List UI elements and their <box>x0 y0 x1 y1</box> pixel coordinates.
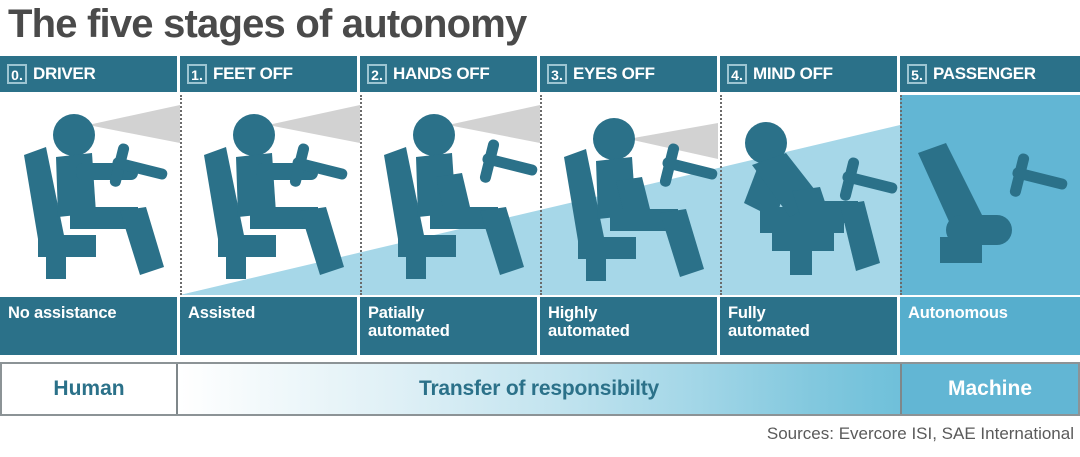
desc-line: Highly <box>548 304 598 322</box>
steering-wheel-icon <box>1009 153 1068 197</box>
stage-header-3: 3. EYES OFF <box>540 56 720 92</box>
stage-number-badge: 2. <box>367 64 387 84</box>
column-divider <box>900 95 902 295</box>
stage-number-badge: 1. <box>187 64 207 84</box>
stage-number-badge: 0. <box>7 64 27 84</box>
stage-description-row: No assistance Assisted Patially automate… <box>0 297 1080 355</box>
responsibility-human-cell: Human <box>2 364 178 414</box>
stage-header-0: 0. DRIVER <box>0 56 180 92</box>
column-divider <box>180 95 182 295</box>
seat-back-icon <box>384 147 426 251</box>
seat-back-icon <box>24 147 66 251</box>
stage-header-label: EYES OFF <box>573 64 655 83</box>
responsibility-transfer-cell: Transfer of responsibilty <box>178 364 902 414</box>
stage-description-4: Fully automated <box>720 297 900 355</box>
column-divider <box>720 95 722 295</box>
steering-wheel-icon <box>479 139 538 183</box>
figure-stage-2 <box>384 105 540 279</box>
desc-line: automated <box>368 322 450 340</box>
head-icon <box>53 114 95 156</box>
leg-icon <box>480 207 524 275</box>
responsibility-transfer-label: Transfer of responsibilty <box>418 377 660 400</box>
stage-header-4: 4. MIND OFF <box>720 56 900 92</box>
responsibility-machine-cell: Machine <box>902 364 1078 414</box>
stage-figures <box>24 105 1068 281</box>
steering-wheel-icon <box>289 143 348 187</box>
stage-description-0: No assistance <box>0 297 180 355</box>
stage-header-label: FEET OFF <box>213 64 293 83</box>
head-icon <box>745 122 787 164</box>
source-attribution: Sources: Evercore ISI, SAE International <box>766 424 1074 443</box>
stage-description-1: Assisted <box>180 297 360 355</box>
column-divider <box>540 95 542 295</box>
stage-description-3: Highly automated <box>540 297 720 355</box>
vision-cone-icon <box>88 105 180 143</box>
column-divider <box>360 95 362 295</box>
responsibility-bar: Human Transfer of responsibilty Machine <box>0 362 1080 416</box>
desc-line: automated <box>728 322 810 340</box>
desc-line: No assistance <box>8 304 117 322</box>
vision-cone-icon <box>268 105 360 143</box>
figure-stage-1 <box>204 105 360 279</box>
stage-description-2: Patially automated <box>360 297 540 355</box>
figure-stage-4 <box>744 122 898 275</box>
seat-back-icon <box>204 147 246 251</box>
stage-header-row: 0. DRIVER 1. FEET OFF 2. HANDS OFF 3. EY… <box>0 56 1080 92</box>
stage-header-2: 2. HANDS OFF <box>360 56 540 92</box>
vision-cone-icon <box>448 105 540 143</box>
desc-line: Patially <box>368 304 425 322</box>
leg-icon <box>300 207 344 275</box>
stage-header-label: PASSENGER <box>933 64 1036 83</box>
desc-line: Assisted <box>188 304 256 322</box>
stage-header-5: 5. PASSENGER <box>900 56 1080 92</box>
head-icon <box>233 114 275 156</box>
steering-wheel-icon <box>659 143 718 187</box>
illustration-band <box>0 95 1080 295</box>
head-icon <box>593 118 635 160</box>
steering-wheel-icon <box>109 143 168 187</box>
figure-stage-5 <box>918 143 1068 263</box>
leg-icon <box>120 207 164 275</box>
stage-number-badge: 3. <box>547 64 567 84</box>
stage-header-label: MIND OFF <box>753 64 833 83</box>
desc-line: Fully <box>728 304 766 322</box>
vision-cone-icon <box>628 123 718 159</box>
figure-stage-0 <box>24 105 180 279</box>
arm-icon <box>436 173 470 211</box>
stage-number-badge: 4. <box>727 64 747 84</box>
stage-number-badge: 5. <box>907 64 927 84</box>
stage-header-label: DRIVER <box>33 64 96 83</box>
stage-header-1: 1. FEET OFF <box>180 56 360 92</box>
arm-icon <box>616 177 650 213</box>
leg-icon <box>840 201 880 271</box>
seat-back-icon <box>564 149 606 253</box>
seat-back-icon <box>918 143 986 237</box>
desc-line: automated <box>548 322 630 340</box>
leg-icon <box>660 209 704 277</box>
stage-description-5: Autonomous <box>900 297 1080 355</box>
page-title: The five stages of autonomy <box>8 2 527 46</box>
stage-header-label: HANDS OFF <box>393 64 490 83</box>
head-icon <box>413 114 455 156</box>
steering-wheel-icon <box>839 157 898 201</box>
desc-line: Autonomous <box>908 304 1008 322</box>
figure-stage-3 <box>564 118 718 281</box>
